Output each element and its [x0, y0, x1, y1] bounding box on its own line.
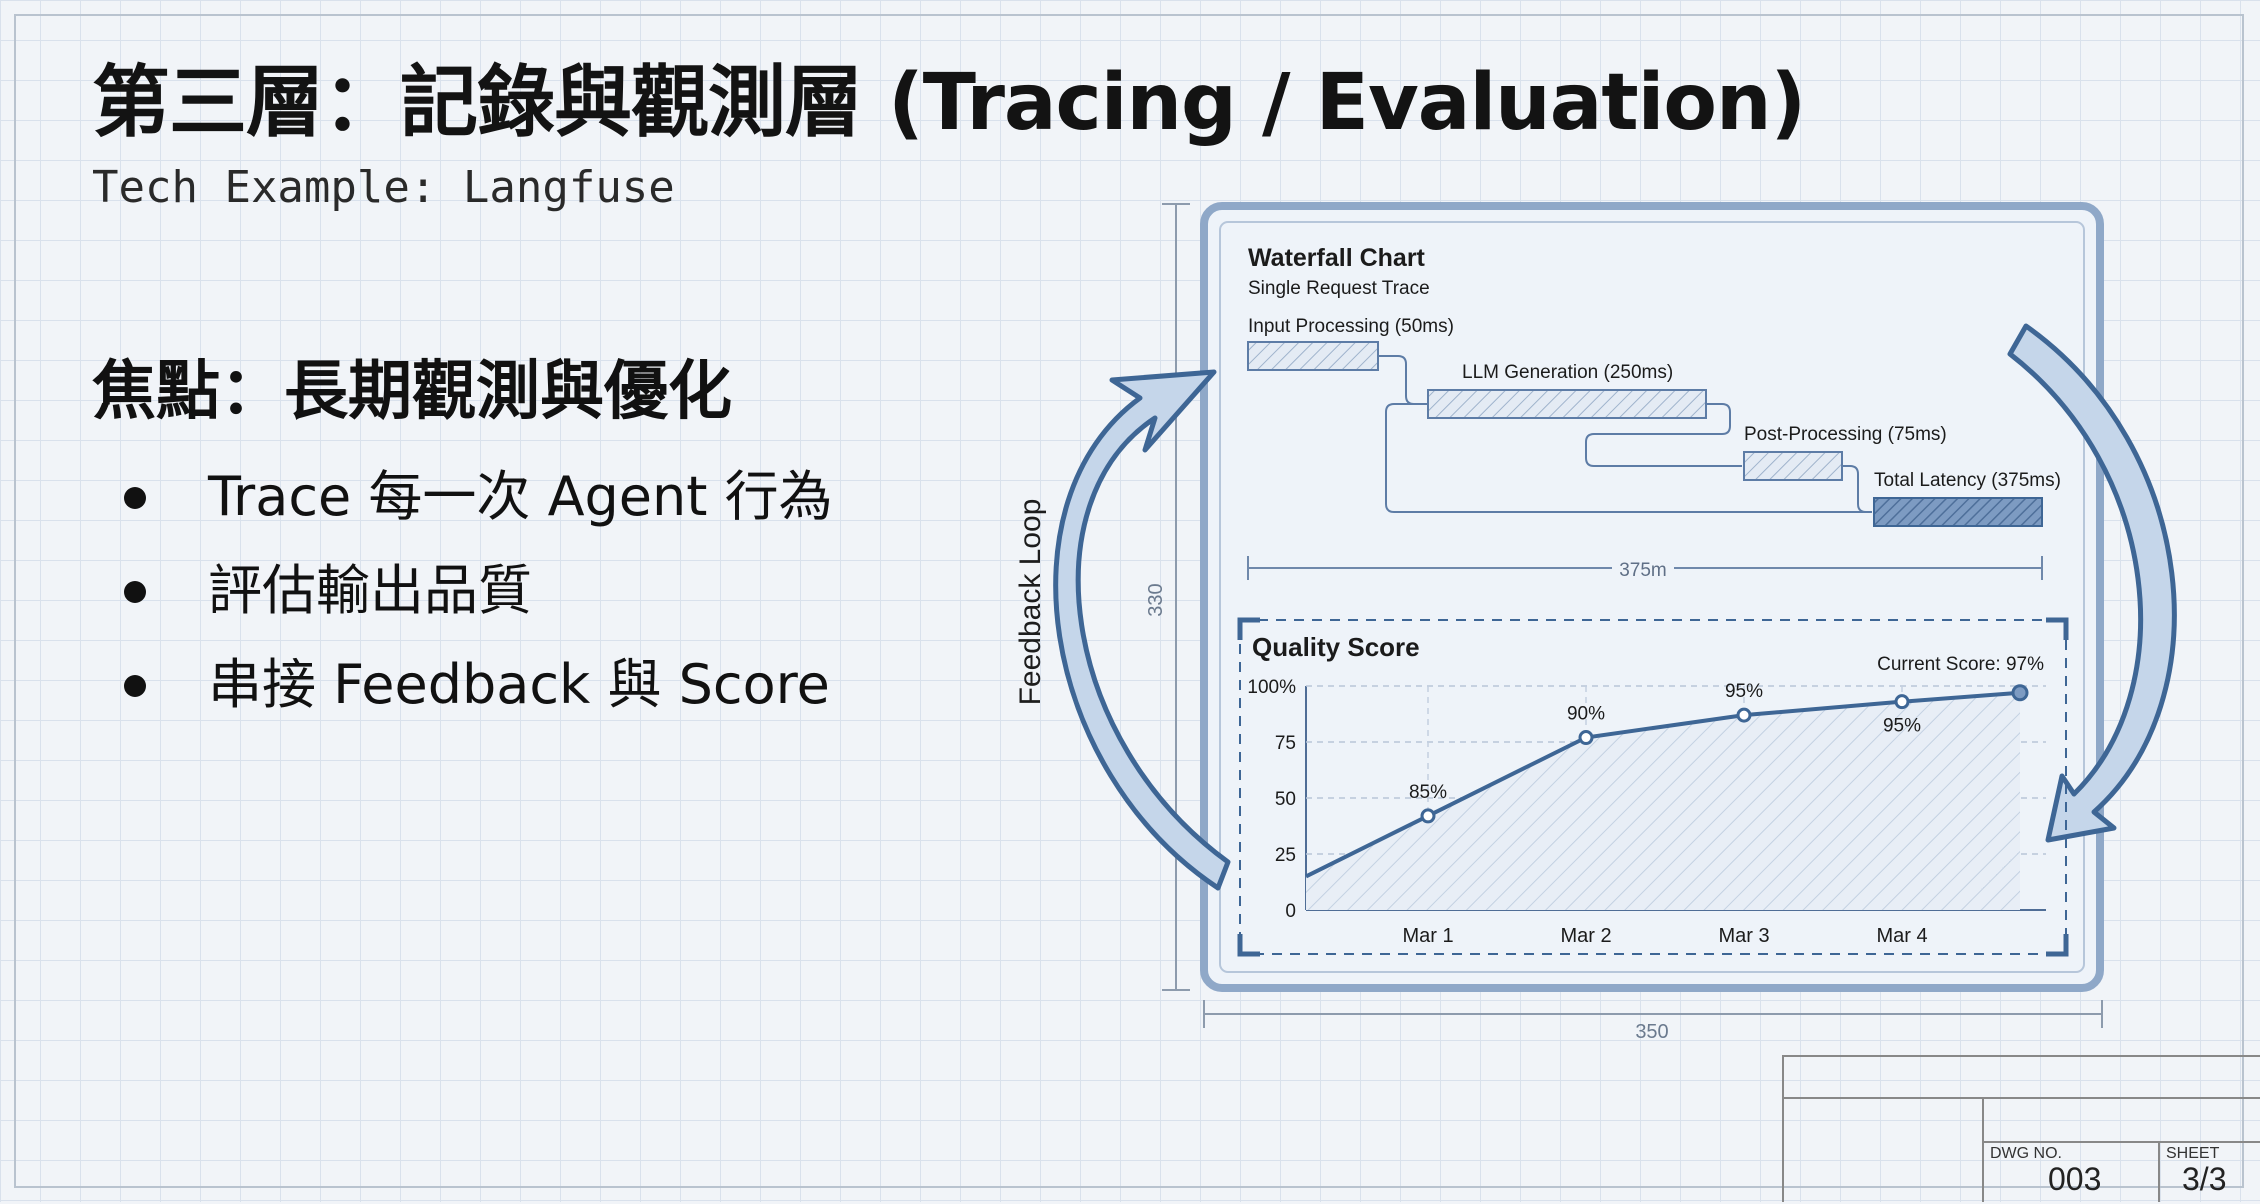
bullet-dot-icon [124, 675, 146, 697]
y-tick-label: 50 [1275, 789, 1296, 810]
waterfall-bar-total [1873, 497, 2043, 527]
data-point-label: 95% [1725, 681, 1763, 702]
data-point-marker [1894, 694, 1910, 710]
feedback-loop-left-arrow [1053, 369, 1231, 891]
dimension-width-label: 350 [1635, 1021, 1668, 1043]
quality-score-panel: Quality Score Current Score: 97% 0 25 50 75… [1237, 617, 2069, 957]
waterfall-bar-post [1743, 451, 1843, 481]
quality-line-chart: 0 25 50 75 100% Mar 1 Mar 2 Mar 3 Mar 4 85% 90% 95%… [1247, 677, 2046, 947]
waterfall-step-label: Total Latency (375ms) [1874, 470, 2061, 491]
waterfall-step-label: LLM Generation (250ms) [1462, 362, 1673, 383]
current-score-marker [2011, 684, 2029, 702]
current-score-label: Current Score: 97% [1877, 654, 2044, 675]
y-tick-label: 75 [1275, 733, 1296, 754]
x-tick-label: Mar 4 [1876, 925, 1927, 947]
dimension-height-label: 330 [1145, 583, 1167, 616]
waterfall-step-label: Input Processing (50ms) [1248, 316, 1454, 337]
sheet-label: SHEET [2166, 1145, 2220, 1162]
waterfall-step-label: Post-Processing (75ms) [1744, 424, 1947, 445]
sheet-value: 3/3 [2182, 1161, 2227, 1197]
waterfall-connectors [1378, 355, 1872, 513]
waterfall-title: Waterfall Chart [1248, 244, 1426, 272]
data-point-label: 95% [1883, 716, 1921, 737]
bullet-list: Trace 每一次 Agent 行為 評估輸出品質 串接 Feedback 與 … [118, 450, 833, 732]
waterfall-bar-llm [1427, 389, 1707, 419]
waterfall-bar-input [1247, 341, 1379, 371]
quality-area-fill [1306, 692, 2020, 910]
bullet-item: 評估輸出品質 [118, 544, 833, 638]
tech-example-subtitle: Tech Example: Langfuse [92, 162, 675, 213]
y-tick-label: 25 [1275, 845, 1296, 866]
data-point-marker [1736, 707, 1752, 723]
data-point-marker [1578, 730, 1594, 746]
data-point-label: 85% [1409, 782, 1447, 803]
quality-series-line [1305, 690, 2021, 879]
x-tick-label: Mar 1 [1402, 925, 1453, 947]
bullet-item: 串接 Feedback 與 Score [118, 638, 833, 732]
bullet-text: Trace 每一次 Agent 行為 [208, 465, 833, 528]
waterfall-subtitle: Single Request Trace [1248, 278, 1430, 299]
title-block: DWG NO. 003 SHEET 3/3 [1782, 1055, 2260, 1202]
page-title: 第三層：記錄與觀測層 (Tracing / Evaluation) [92, 58, 1806, 148]
data-point-marker [1420, 808, 1436, 824]
feedback-loop-label: Feedback Loop [1014, 499, 1047, 706]
bullet-text: 評估輸出品質 [208, 559, 532, 622]
quality-score-title: Quality Score [1252, 632, 1420, 662]
bullet-text: 串接 Feedback 與 Score [208, 653, 830, 716]
drawing-frame [14, 14, 2244, 1188]
bullet-dot-icon [124, 581, 146, 603]
waterfall-axis-label: 375m [1619, 560, 1667, 581]
feedback-loop-right-arrow [2007, 323, 2177, 843]
bullet-dot-icon [124, 487, 146, 509]
focus-heading: 焦點：長期觀測與優化 [92, 355, 732, 429]
y-tick-label: 100% [1247, 677, 1296, 698]
dimension-lines [1162, 203, 2103, 1028]
x-tick-label: Mar 3 [1718, 925, 1769, 947]
waterfall-chart: Waterfall Chart Single Request Trace Inp… [1247, 244, 2061, 581]
dwg-no-label: DWG NO. [1990, 1145, 2062, 1162]
x-tick-label: Mar 2 [1560, 925, 1611, 947]
bullet-item: Trace 每一次 Agent 行為 [118, 450, 833, 544]
dwg-no-value: 003 [2048, 1161, 2102, 1197]
y-tick-label: 0 [1285, 901, 1296, 922]
data-point-label: 90% [1567, 704, 1605, 725]
